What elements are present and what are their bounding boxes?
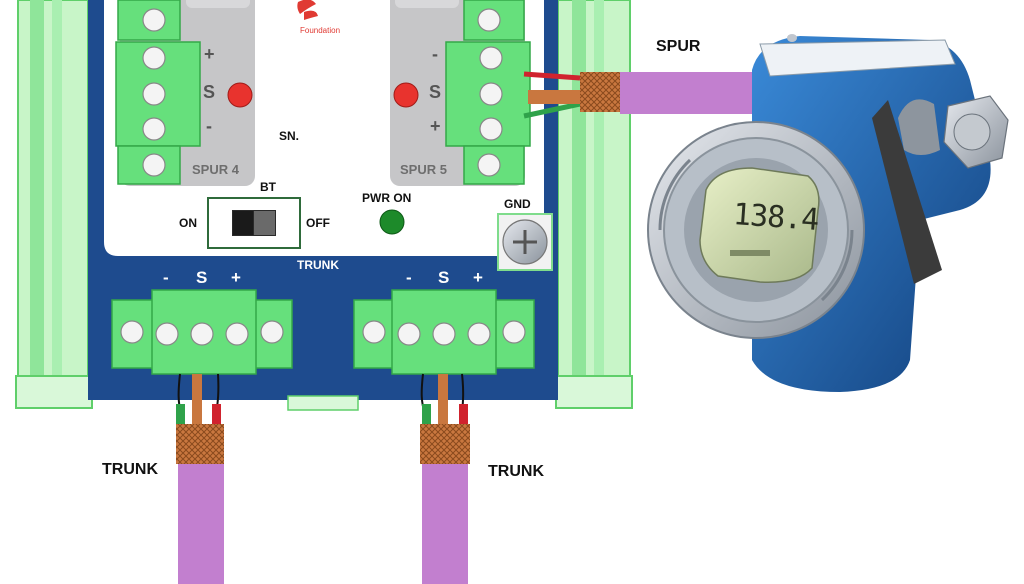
trunk-left-plus: + bbox=[231, 268, 241, 287]
transmitter bbox=[647, 34, 1009, 392]
spur5-s: S bbox=[429, 82, 442, 102]
spur-cable-label: SPUR bbox=[656, 38, 701, 55]
trunk-right-minus: - bbox=[406, 268, 412, 287]
trunk-right-s: S bbox=[438, 268, 450, 287]
spur5-module bbox=[390, 0, 531, 186]
cable-gland bbox=[898, 95, 1009, 169]
lcd-reading: 138.4 bbox=[731, 197, 820, 238]
spur5-plus: + bbox=[430, 116, 441, 136]
trunk-right-plus: + bbox=[473, 268, 483, 287]
spur4-led bbox=[227, 82, 253, 108]
trunk-right-label: TRUNK bbox=[488, 463, 544, 480]
bt-off-label: OFF bbox=[306, 216, 330, 230]
trunk-right-cable bbox=[420, 373, 470, 584]
spur4-plus: + bbox=[204, 44, 215, 64]
spur-cable bbox=[523, 71, 780, 119]
spur4-name: SPUR 4 bbox=[192, 162, 239, 177]
bt-on-label: ON bbox=[179, 216, 197, 230]
trunk-left-cable bbox=[176, 373, 224, 584]
trunk-right-terminal bbox=[353, 289, 535, 375]
trunk-board-label: TRUNK bbox=[297, 258, 339, 272]
board-bottom-tab bbox=[287, 395, 359, 411]
spur5-led bbox=[393, 82, 419, 108]
sn-label: SN. bbox=[279, 129, 300, 143]
spur4-module bbox=[115, 0, 255, 186]
spur4-screws bbox=[142, 8, 166, 177]
bt-label: BT bbox=[260, 180, 276, 194]
bt-switch[interactable] bbox=[207, 197, 301, 249]
logo-text: Foundation bbox=[300, 26, 340, 35]
trunk-left-label: TRUNK bbox=[102, 461, 158, 478]
left-rail bbox=[15, 0, 93, 409]
trunk-left-minus: - bbox=[163, 268, 169, 287]
pwr-on-led bbox=[379, 209, 405, 235]
spur5-screws bbox=[477, 8, 503, 177]
trunk-left-terminal bbox=[111, 289, 293, 375]
spur4-s: S bbox=[203, 82, 216, 102]
spur4-minus: - bbox=[206, 116, 212, 136]
spur5-minus: - bbox=[432, 44, 438, 64]
gnd-screw[interactable] bbox=[497, 213, 553, 271]
mounting-strap bbox=[872, 100, 942, 284]
spur5-name: SPUR 5 bbox=[400, 162, 447, 177]
foundation-logo bbox=[297, 0, 318, 20]
right-rail bbox=[555, 0, 633, 409]
lcd-display bbox=[699, 167, 820, 283]
trunk-left-s: S bbox=[196, 268, 208, 287]
gnd-label: GND bbox=[504, 197, 531, 211]
pwr-on-label: PWR ON bbox=[362, 191, 412, 205]
